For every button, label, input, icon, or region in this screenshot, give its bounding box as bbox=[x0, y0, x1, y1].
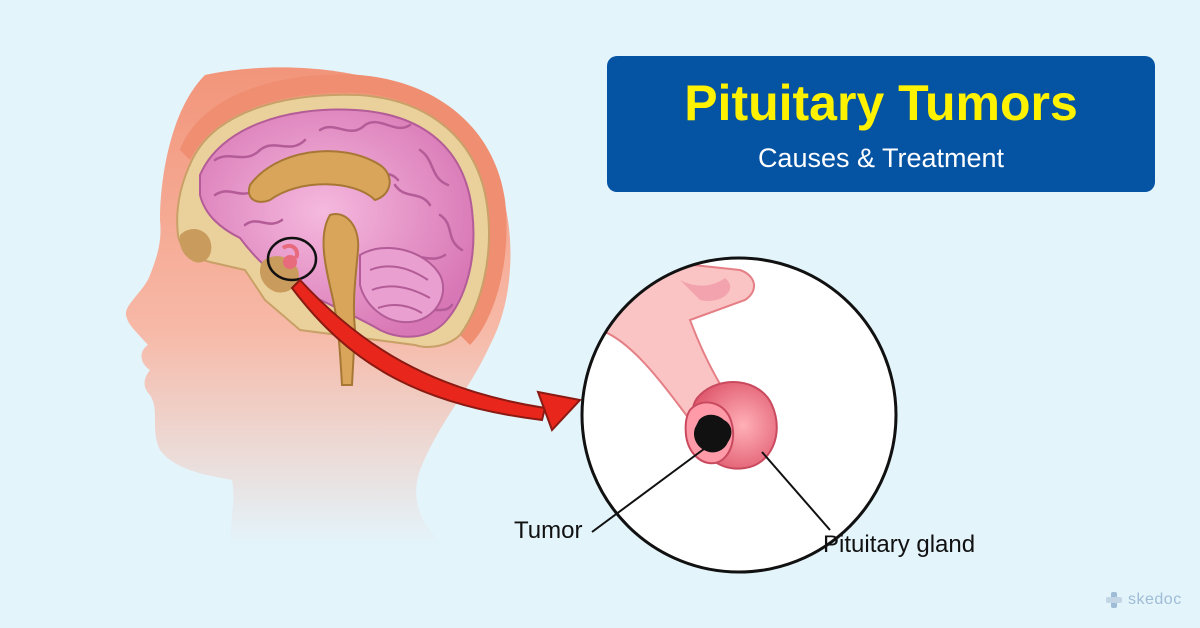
plus-logo-icon bbox=[1106, 592, 1122, 608]
tumor-label: Tumor bbox=[514, 517, 583, 544]
title-banner: Pituitary Tumors Causes & Treatment bbox=[607, 56, 1155, 192]
page-title: Pituitary Tumors bbox=[684, 75, 1078, 131]
pituitary-small bbox=[283, 255, 297, 269]
tumor-mass bbox=[694, 414, 732, 453]
zoom-view bbox=[580, 256, 898, 574]
zoom-circle-outline bbox=[580, 256, 898, 574]
zoom-arrow bbox=[290, 278, 582, 432]
page-subtitle: Causes & Treatment bbox=[757, 143, 1005, 173]
stalk-tissue-fold bbox=[680, 278, 731, 301]
sinus-cavity bbox=[179, 228, 212, 263]
brand-logo-text: skedoc bbox=[1128, 591, 1182, 608]
scalp bbox=[180, 74, 507, 345]
brand-logo: skedoc bbox=[1104, 588, 1194, 612]
pituitary-highlight bbox=[266, 236, 318, 282]
arrow-head bbox=[536, 390, 582, 432]
gland-leader-line bbox=[761, 451, 831, 531]
tumor-leader-line bbox=[591, 445, 709, 533]
corpus-callosum bbox=[247, 150, 391, 203]
pituitary-gland-label: Pituitary gland bbox=[823, 531, 976, 558]
arrow-shaft bbox=[290, 278, 547, 422]
head-illustration bbox=[125, 67, 511, 545]
